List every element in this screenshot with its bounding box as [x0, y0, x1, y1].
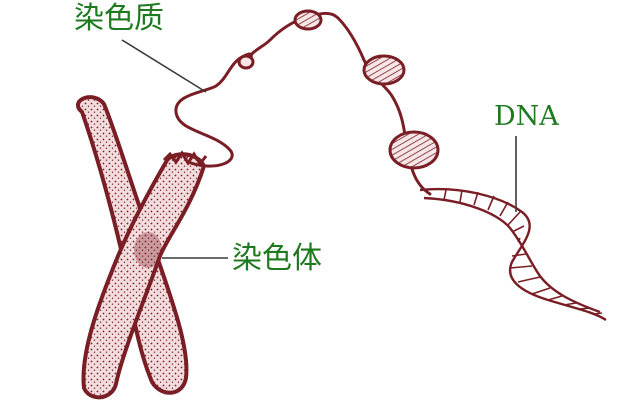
chromosome-icon — [76, 95, 208, 400]
nucleosome-beads — [237, 9, 440, 170]
nucleosome-2 — [293, 9, 323, 31]
nucleosome-1 — [237, 54, 255, 70]
chromatin-label: 染色质 — [74, 1, 164, 36]
chromatin-fiber-icon — [174, 11, 432, 196]
chromosome-label: 染色体 — [232, 241, 322, 276]
nucleosome-4 — [388, 130, 440, 170]
dna-label: DNA — [494, 101, 559, 132]
dna-helix-icon — [419, 187, 607, 322]
leader-lines — [121, 39, 517, 259]
nucleosome-3 — [362, 54, 406, 86]
chromatin-leader-line — [121, 39, 207, 93]
